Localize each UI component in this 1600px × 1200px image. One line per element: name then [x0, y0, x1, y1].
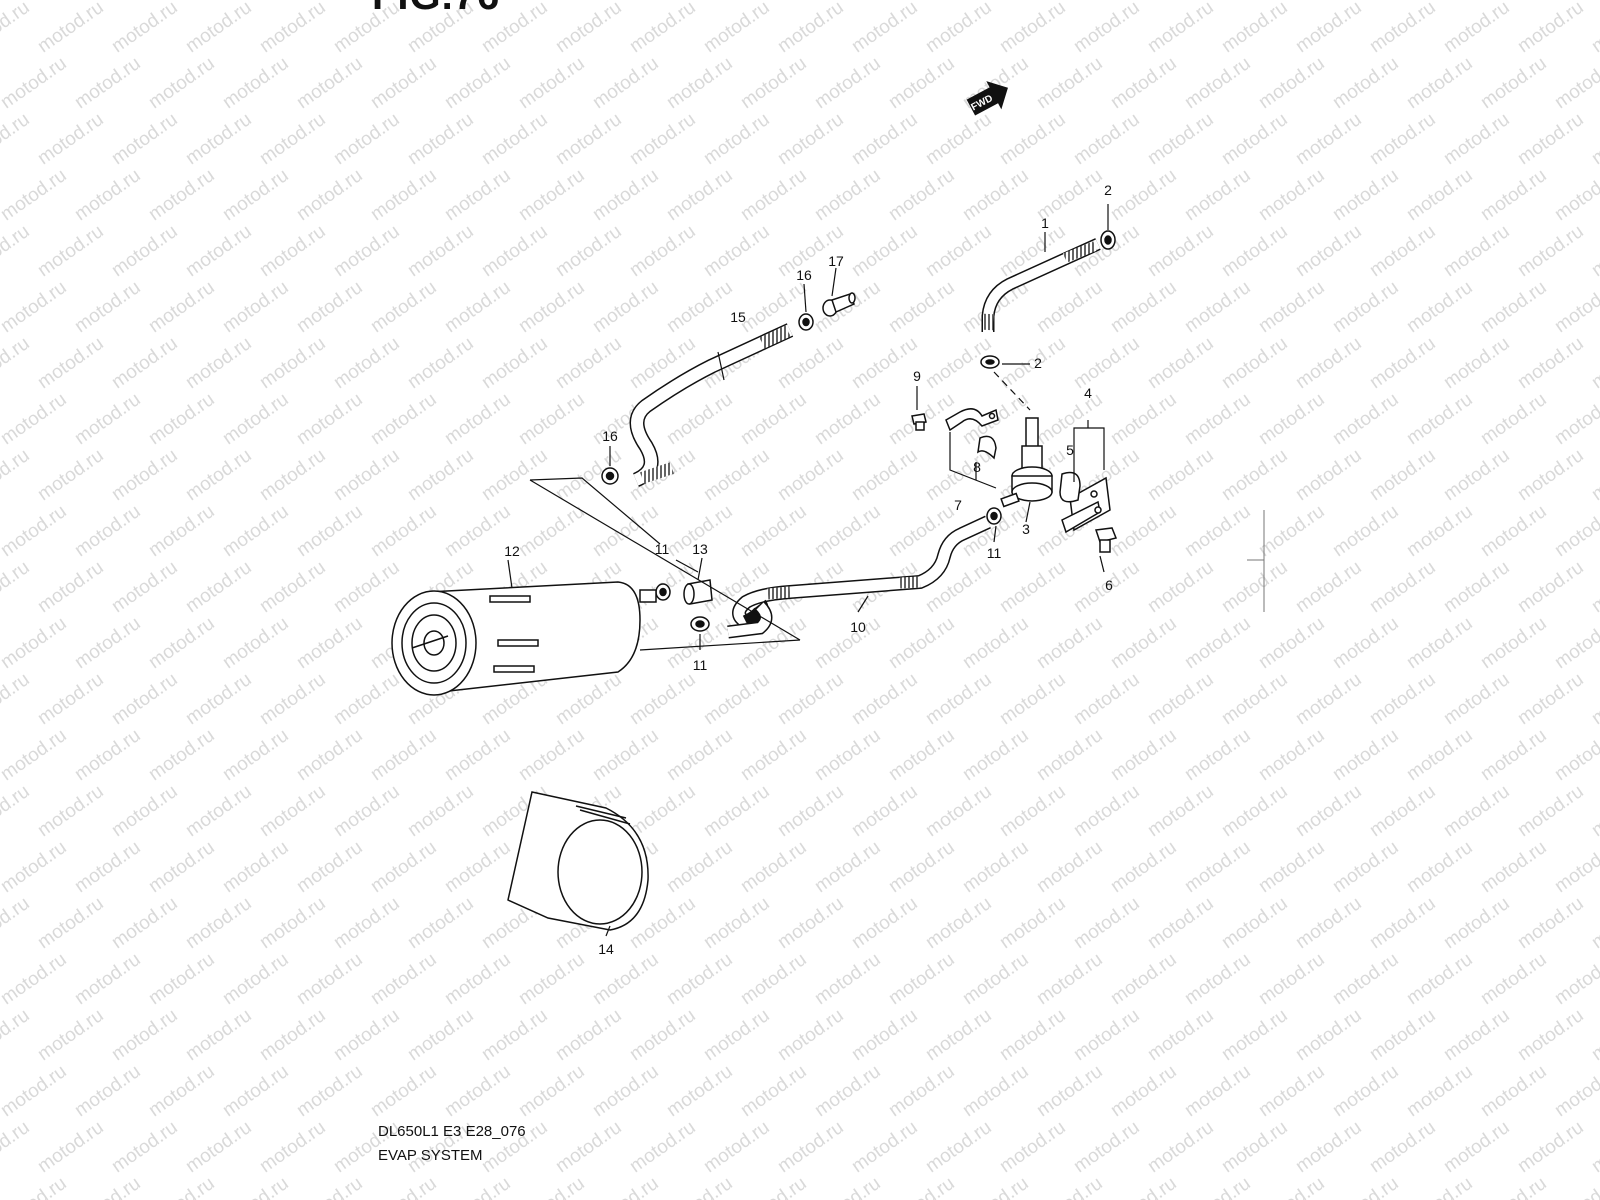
clamp-part-2-lower	[980, 355, 1000, 369]
callout-2-top: 2	[1104, 182, 1112, 198]
callout-16-lower: 16	[602, 428, 618, 444]
callout-9: 9	[913, 368, 921, 384]
callout-numbers: 1 2 2 3 4 5 6 7 8 9 10 11 11 11 12 13 14…	[504, 182, 1113, 957]
callout-17: 17	[828, 253, 844, 269]
hose-part-15	[629, 323, 794, 487]
figure-code: DL650L1 E3 E28_076	[378, 1123, 526, 1140]
figure-caption: EVAP SYSTEM	[378, 1147, 483, 1164]
clamp-part-11-b	[655, 583, 671, 601]
clamp-part-8	[977, 435, 997, 460]
canister-part-12	[391, 581, 657, 696]
callout-15: 15	[730, 309, 746, 325]
clamp-part-11-c	[690, 616, 710, 632]
callout-2-lower: 2	[1034, 355, 1042, 371]
callout-7: 7	[954, 497, 962, 513]
valve-part-3	[1000, 417, 1053, 508]
callout-8: 8	[973, 459, 981, 475]
cushion-part-5	[1059, 471, 1081, 503]
callout-12: 12	[504, 543, 520, 559]
callout-16-upper: 16	[796, 267, 812, 283]
hose-part-10-lower-branch	[727, 601, 773, 639]
cover-part-14	[507, 791, 649, 931]
leader-lines	[507, 204, 1109, 937]
bolt-part-9	[911, 413, 927, 431]
callout-11-mid: 11	[655, 541, 670, 557]
callout-14: 14	[598, 941, 614, 957]
bracket-part-4	[1061, 476, 1111, 534]
fwd-arrow-icon: FWD	[966, 81, 1008, 116]
clamp-part-2-upper	[1100, 230, 1116, 250]
hose-part-10	[732, 515, 991, 629]
hose-part-1	[981, 238, 1101, 332]
callout-1: 1	[1041, 215, 1049, 231]
clamp-part-16-lower	[601, 467, 619, 485]
fitting-part-17	[822, 292, 856, 317]
callout-11-lower: 11	[693, 657, 708, 673]
callout-4: 4	[1084, 385, 1092, 401]
callout-13: 13	[692, 541, 708, 557]
joint-part-13	[683, 579, 713, 605]
callout-11-right: 11	[987, 545, 1002, 561]
clamp-bracket-part-7	[945, 408, 999, 432]
callout-5: 5	[1066, 442, 1074, 458]
figure-title: FIG.76	[372, 0, 500, 19]
clamp-part-11-a	[986, 507, 1002, 525]
clamp-part-16-upper	[798, 313, 814, 331]
bolt-part-6	[1094, 527, 1118, 553]
callout-10: 10	[850, 619, 866, 635]
callout-3: 3	[1022, 521, 1030, 537]
callout-6: 6	[1105, 577, 1113, 593]
